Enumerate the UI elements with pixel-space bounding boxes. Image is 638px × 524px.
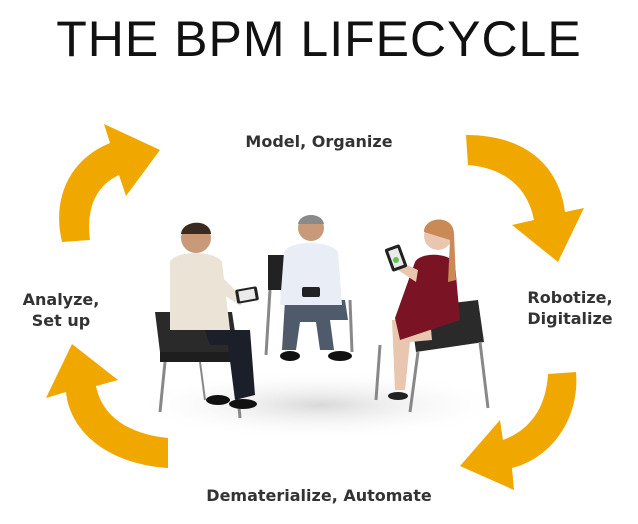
arrow-top-right-icon xyxy=(466,135,584,262)
person-center-figure xyxy=(264,215,354,361)
stage-label-top: Model, Organize xyxy=(0,132,638,153)
person-left-figure xyxy=(155,222,259,419)
person-right-figure xyxy=(374,219,490,413)
stage-text-analyze: Analyze, xyxy=(22,290,100,309)
arrow-bottom-left-icon xyxy=(46,344,168,468)
floor-shadow xyxy=(130,370,510,440)
stage-text-set-up: Set up xyxy=(31,310,91,330)
stage-text-model-organize: Model, Organize xyxy=(245,132,393,151)
stage-text-digitalize: Digitalize xyxy=(527,308,613,328)
stage-text-dematerialize-automate: Dematerialize, Automate xyxy=(206,486,432,505)
stage-label-left: Analyze, Set up xyxy=(6,290,116,332)
stage-text-robotize: Robotize, xyxy=(527,288,613,307)
arrow-top-left-icon xyxy=(59,124,160,242)
stage-label-bottom: Dematerialize, Automate xyxy=(0,486,638,507)
page-title: THE BPM LIFECYCLE xyxy=(56,11,582,67)
stage-label-right: Robotize, Digitalize xyxy=(506,288,634,330)
arrow-bottom-right-icon xyxy=(460,372,577,490)
